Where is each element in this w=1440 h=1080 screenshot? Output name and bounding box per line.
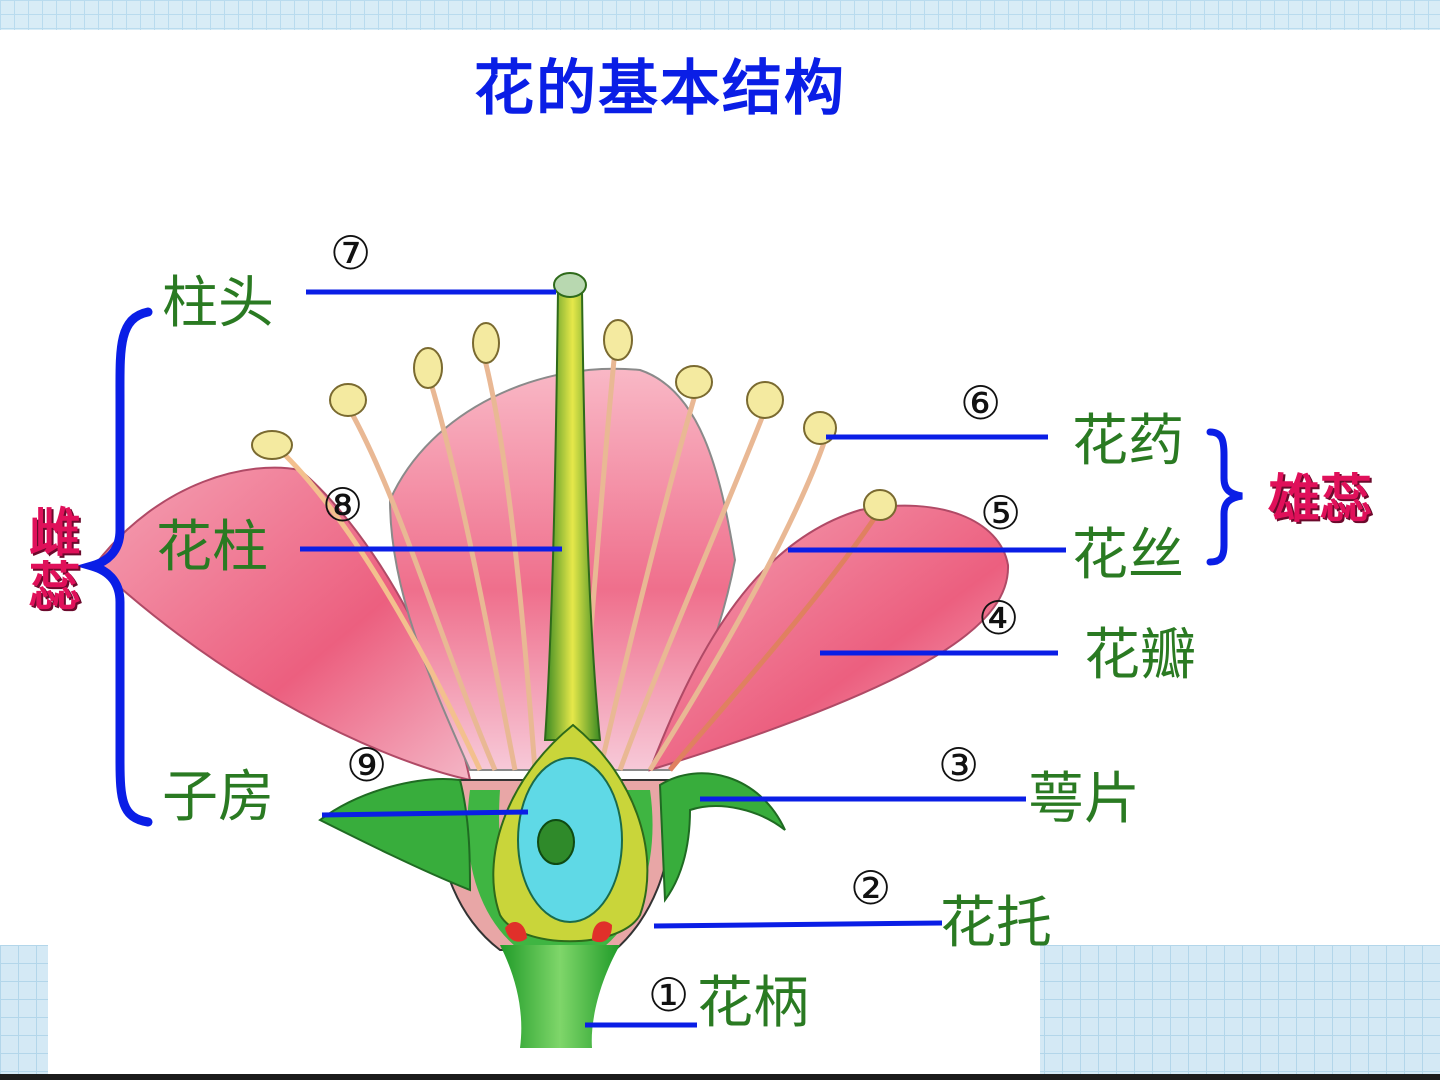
nectary-right	[592, 921, 612, 943]
pistil-brace	[75, 307, 153, 827]
number-ovary: ⑨	[346, 738, 388, 792]
label-style: 花柱	[156, 515, 268, 580]
number-petal: ④	[978, 591, 1020, 645]
label-stigma: 柱头	[162, 271, 274, 336]
group-label-stamen: 雄蕊	[1268, 470, 1373, 530]
label-filament: 花丝	[1072, 523, 1184, 588]
number-anther: ⑥	[960, 376, 1002, 430]
bottom-bar	[0, 1074, 1440, 1080]
label-pedicel: 花柄	[697, 971, 809, 1036]
label-anther: 花药	[1072, 409, 1184, 474]
page-title: 花的基本结构	[474, 54, 846, 124]
nectary-left	[505, 922, 527, 942]
stigma-shape	[553, 272, 587, 298]
sepal-right	[658, 772, 786, 903]
number-style: ⑧	[322, 478, 364, 532]
number-sepal: ③	[938, 738, 980, 792]
background-grid-top	[0, 0, 1440, 30]
ovule	[537, 819, 575, 865]
leader-receptacle	[653, 920, 943, 929]
leader-ovary	[321, 809, 529, 818]
number-receptacle: ②	[850, 861, 892, 915]
number-filament: ⑤	[980, 486, 1022, 540]
group-label-pistil: 雌蕊	[19, 505, 80, 613]
label-ovary: 子房	[162, 765, 274, 830]
style-column	[543, 289, 602, 741]
petal-right	[648, 504, 1010, 772]
number-pedicel: ①	[648, 968, 690, 1022]
label-petal: 花瓣	[1084, 623, 1196, 688]
sepal-left	[318, 778, 472, 892]
leader-lines	[300, 289, 1066, 1028]
number-stigma: ⑦	[330, 226, 372, 280]
stamen-filaments	[283, 349, 883, 772]
label-sepal: 萼片	[1028, 767, 1140, 832]
stamen-brace	[1206, 428, 1243, 566]
anthers	[251, 319, 897, 521]
pedicel-stem	[500, 945, 620, 1048]
label-receptacle: 花托	[940, 891, 1052, 956]
